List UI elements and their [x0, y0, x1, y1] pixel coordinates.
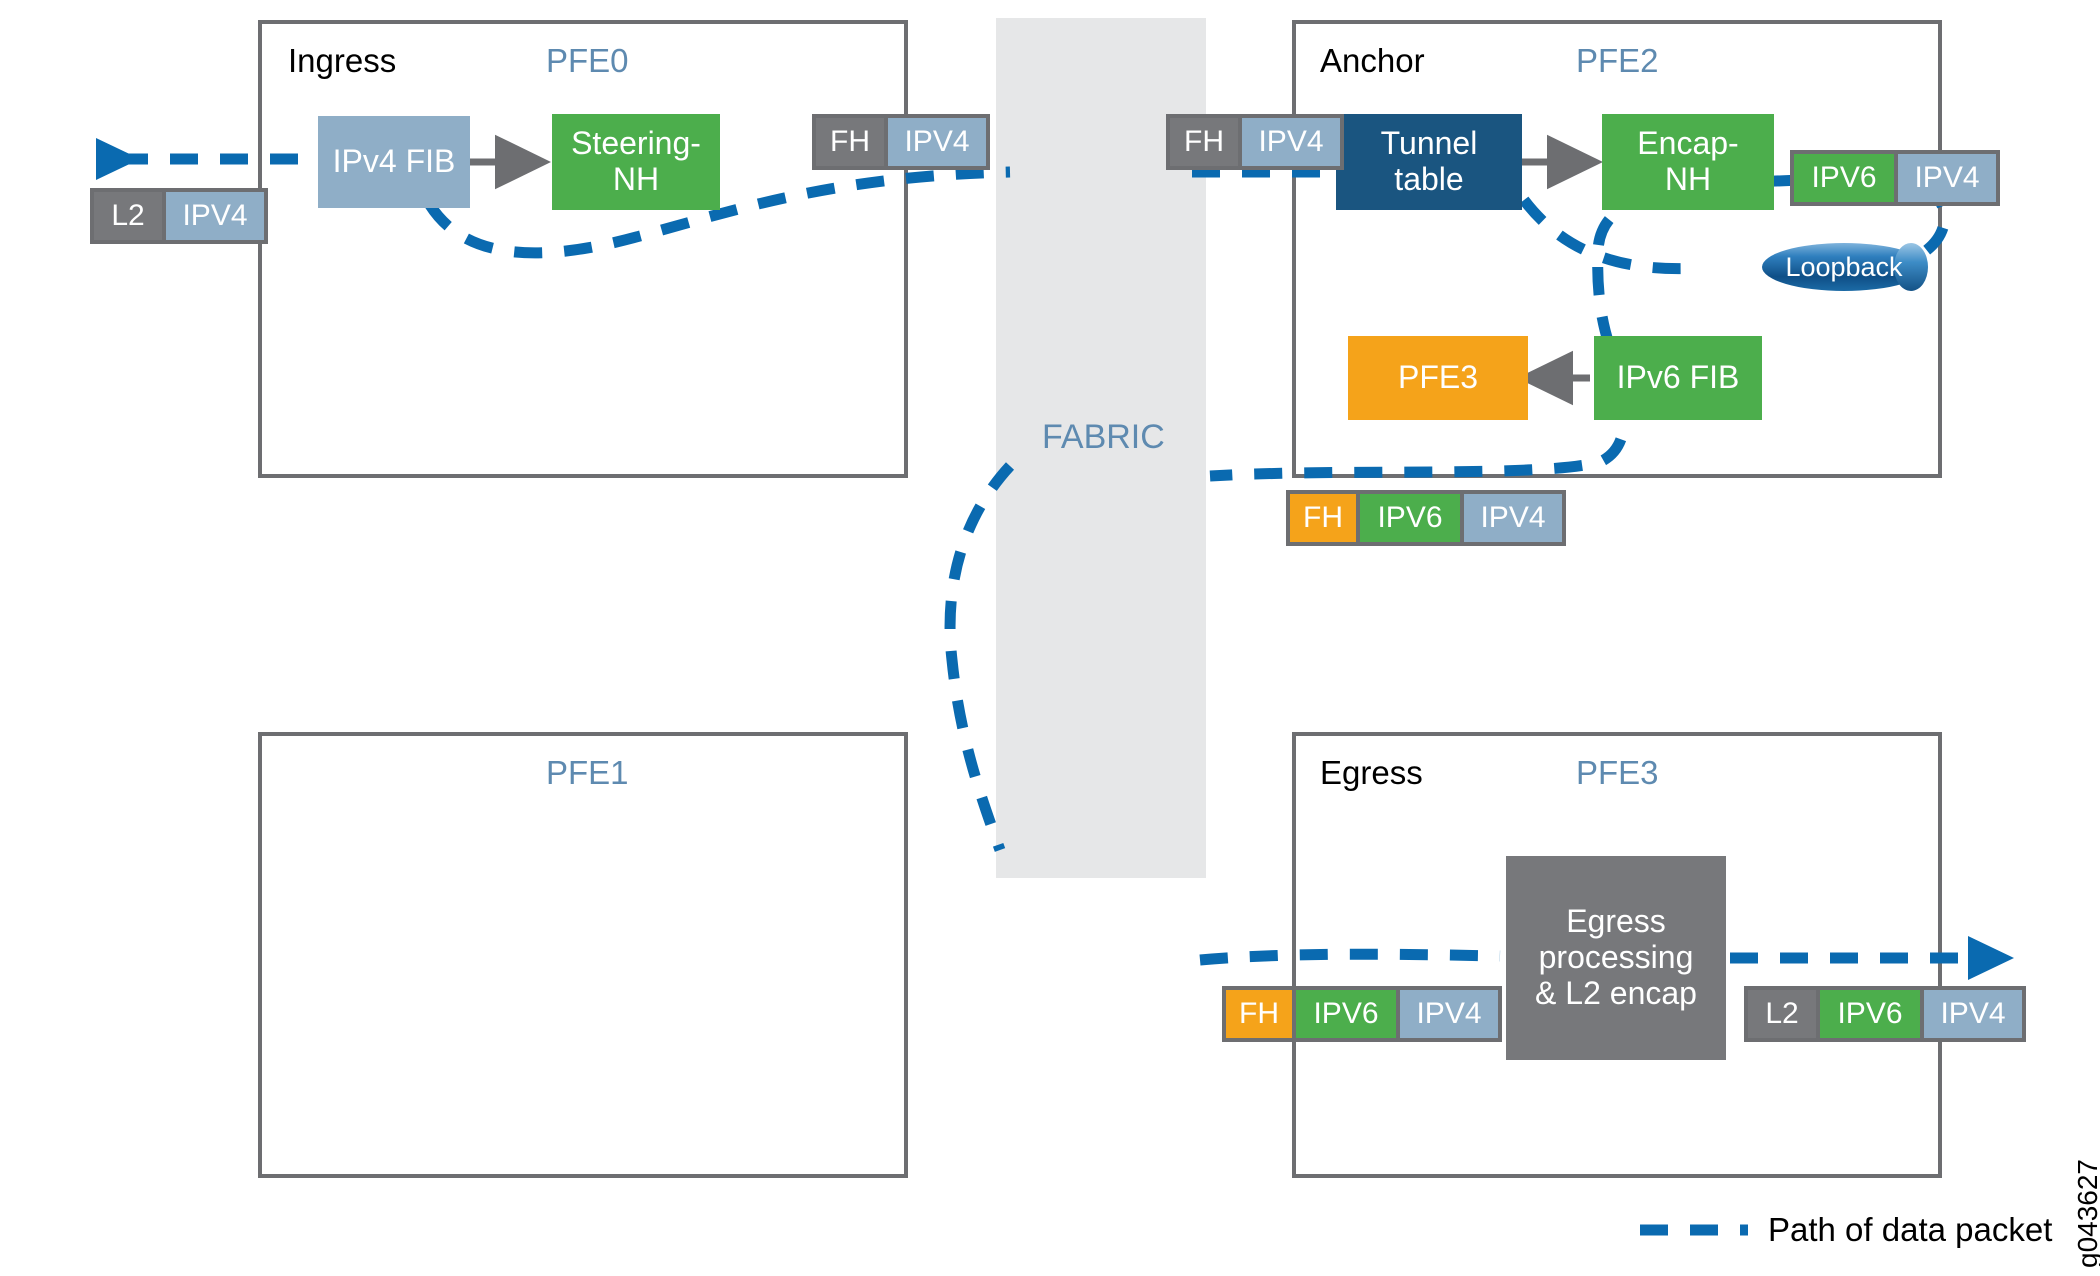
- path-start-arrowhead: [96, 138, 140, 180]
- node-tunnel-table[interactable]: Tunnel table: [1336, 114, 1522, 210]
- path-seg-ipv6fib-exit: [1209, 388, 1630, 482]
- packet-seg-ipv4: IPV4: [1400, 990, 1498, 1038]
- path-seg-to-egress-proc: [1199, 948, 1501, 966]
- node-loopback[interactable]: Loopback: [1762, 243, 1928, 291]
- packet-seg-fh: FH: [1170, 118, 1238, 166]
- packet-seg-ipv6: IPV6: [1296, 990, 1396, 1038]
- packet-seg-fh: FH: [816, 118, 884, 166]
- packet-egress-in: FH IPV6 IPV4: [1222, 986, 1502, 1042]
- panel-ingress-pfe0: [258, 20, 908, 478]
- packet-seg-ipv4: IPV4: [888, 118, 986, 166]
- path-seg-ingress-to-fabric: [425, 166, 1011, 259]
- data-path: [120, 153, 1974, 1236]
- panel-role-ingress: Ingress: [288, 42, 397, 79]
- legend-label: Path of data packet: [1768, 1211, 2053, 1248]
- node-egress-processing[interactable]: Egress processing & L2 encap: [1506, 856, 1726, 1060]
- panel-role-anchor: Anchor: [1320, 42, 1425, 79]
- packet-seg-ipv4: IPV4: [1242, 118, 1340, 166]
- packet-fabric-left: FH IPV4: [812, 114, 990, 170]
- packet-egress-out: L2 IPV6 IPV4: [1744, 986, 2026, 1042]
- node-steering-nh-line2: NH: [612, 161, 660, 197]
- fabric-label: FABRIC: [1042, 418, 1165, 456]
- packet-anchor-encap: IPV6 IPV4: [1790, 150, 2000, 206]
- panel-id-pfe0: PFE0: [546, 42, 629, 79]
- path-end-arrowhead: [1968, 936, 2014, 980]
- loopback-cylinder-cap: [1894, 243, 1928, 291]
- panel-id-pfe1: PFE1: [546, 754, 629, 791]
- packet-seg-ipv6: IPV6: [1360, 494, 1460, 542]
- node-egress-proc-line3: & L2 encap: [1535, 974, 1697, 1011]
- packet-seg-ipv4: IPV4: [1924, 990, 2022, 1038]
- packet-seg-l2: L2: [94, 192, 162, 240]
- node-encap-nh[interactable]: Encap- NH: [1602, 114, 1774, 210]
- node-ipv4-fib[interactable]: IPv4 FIB: [318, 116, 470, 208]
- packet-fabric-right: FH IPV4: [1166, 114, 1344, 170]
- path-seg-fabric-descend: [944, 462, 1015, 852]
- node-steering-nh[interactable]: Steering- NH: [552, 114, 720, 210]
- packet-seg-ipv6: IPV6: [1820, 990, 1920, 1038]
- panel-role-egress: Egress: [1320, 754, 1423, 791]
- node-ipv6-fib[interactable]: IPv6 FIB: [1594, 336, 1762, 420]
- panel-id-pfe2: PFE2: [1576, 42, 1659, 79]
- path-seg-encap-to-loopback: [1519, 196, 1701, 275]
- node-egress-proc-line1: Egress: [1566, 903, 1666, 940]
- node-encap-nh-line2: NH: [1664, 161, 1712, 197]
- node-loopback-label: Loopback: [1785, 251, 1903, 282]
- packet-seg-l2: L2: [1748, 990, 1816, 1038]
- packet-seg-ipv4: IPV4: [1464, 494, 1562, 542]
- packet-seg-ipv4: IPV4: [1898, 154, 1996, 202]
- panel-id-pfe3: PFE3: [1576, 754, 1659, 791]
- panel-anchor-pfe2: [1292, 20, 1942, 478]
- packet-seg-ipv6: IPV6: [1794, 154, 1894, 202]
- figure-id-code: g043627: [2072, 1158, 2100, 1268]
- packet-seg-ipv4: IPV4: [166, 192, 264, 240]
- node-egress-proc-line2: processing: [1538, 939, 1694, 976]
- panel-pfe1: [258, 732, 908, 1178]
- node-encap-nh-line1: Encap-: [1637, 125, 1739, 162]
- packet-ingress-in: L2 IPV4: [90, 188, 268, 244]
- node-steering-nh-line1: Steering-: [571, 125, 701, 162]
- node-tunnel-table-line1: Tunnel: [1380, 125, 1478, 162]
- packet-seg-fh: FH: [1226, 990, 1292, 1038]
- node-tunnel-table-line2: table: [1394, 161, 1464, 197]
- packet-anchor-out: FH IPV6 IPV4: [1286, 490, 1566, 546]
- packet-seg-fh: FH: [1290, 494, 1356, 542]
- node-pfe3-target[interactable]: PFE3: [1348, 336, 1528, 420]
